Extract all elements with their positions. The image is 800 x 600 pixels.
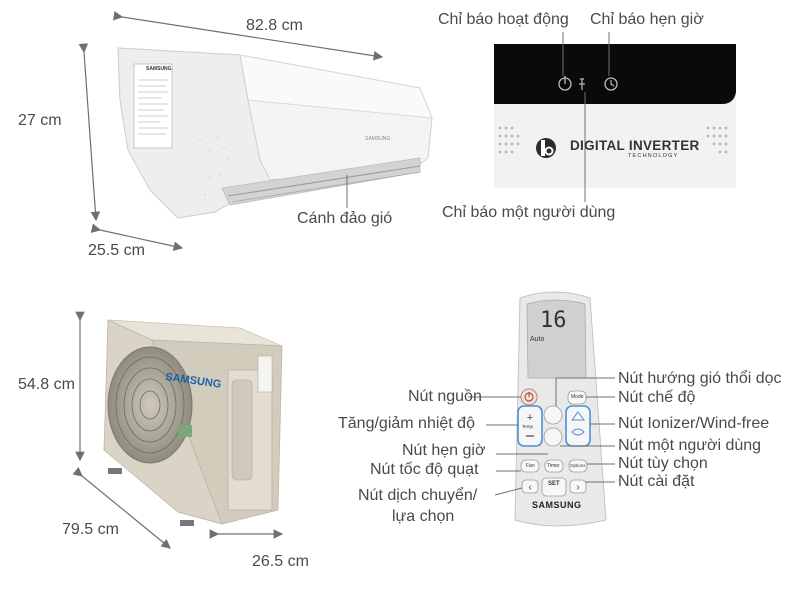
digital-inverter-text: DIGITAL INVERTER bbox=[570, 138, 700, 153]
power-indicator-label: Chỉ báo hoạt động bbox=[438, 11, 569, 28]
remote-mode-button-text: Mode bbox=[571, 394, 584, 400]
outdoor-width-label: 79.5 cm bbox=[62, 521, 119, 538]
outdoor-unit-illustration: SAMSUNG bbox=[72, 311, 284, 549]
nav-button-label-line2: lựa chọn bbox=[392, 508, 455, 525]
outdoor-width-arrow bbox=[72, 466, 171, 549]
outdoor-depth-label: 26.5 cm bbox=[252, 553, 309, 570]
fan-button-label: Nút tốc độ quạt bbox=[370, 461, 479, 478]
timer-indicator-label: Chỉ báo hẹn giờ bbox=[590, 11, 704, 28]
indoor-depth-label: 25.5 cm bbox=[88, 242, 145, 259]
remote-fan-button-text: Fan bbox=[526, 463, 535, 469]
remote-screen-mode: Auto bbox=[530, 336, 545, 343]
svg-text:›: › bbox=[576, 482, 579, 493]
digital-inverter-subtext: TECHNOLOGY bbox=[628, 153, 679, 159]
indoor-unit-illustration: SAMSUNG bbox=[78, 10, 433, 251]
outdoor-height-label: 54.8 cm bbox=[18, 376, 75, 393]
ionizer-button-label: Nút Ionizer/Wind-free bbox=[618, 415, 770, 432]
remote-callout-lines bbox=[468, 377, 615, 496]
mode-button-label: Nút chế độ bbox=[618, 389, 696, 406]
single-user-button-label: Nút một người dùng bbox=[618, 437, 762, 454]
indoor-width-label: 82.8 cm bbox=[246, 17, 303, 34]
power-button-label: Nút nguồn bbox=[408, 388, 482, 405]
svg-text:SAMSUNG: SAMSUNG bbox=[365, 136, 390, 142]
indoor-side-brand: SAMSUNG bbox=[146, 66, 172, 72]
remote-brand-mark: SAMSUNG bbox=[532, 500, 582, 510]
indoor-height-label: 27 cm bbox=[18, 112, 62, 129]
vertical-swing-label: Nút hướng gió thổi dọc bbox=[618, 370, 782, 387]
remote-screen-temp: 16 bbox=[540, 308, 567, 333]
louver-label: Cánh đảo gió bbox=[297, 210, 393, 227]
nav-button-label-line1: Nút dịch chuyển/ bbox=[358, 487, 478, 504]
remote-temp-rocker bbox=[517, 405, 543, 447]
svg-text:‹: ‹ bbox=[528, 482, 531, 493]
single-user-indicator-label: Chỉ báo một người dùng bbox=[442, 204, 616, 221]
indoor-height-arrow bbox=[78, 43, 101, 222]
remote-control-illustration: + ‹ › bbox=[514, 291, 607, 527]
remote-timer-button-text: Timer bbox=[547, 463, 560, 469]
options-button-label: Nút tùy chọn bbox=[618, 455, 708, 472]
indoor-width-arrow bbox=[112, 10, 384, 61]
settings-button-label: Nút cài đặt bbox=[618, 473, 695, 490]
single-user-indicator-icon bbox=[579, 78, 585, 90]
timer-indicator-icon bbox=[604, 77, 618, 91]
indoor-depth-arrow bbox=[90, 223, 184, 251]
remote-set-button-text: SET bbox=[548, 481, 560, 487]
temp-button-label: Tăng/giảm nhiệt độ bbox=[338, 415, 475, 432]
timer-button-label: Nút hẹn giờ bbox=[402, 442, 486, 459]
remote-options-button-text: Options bbox=[570, 463, 586, 468]
display-panel-illustration bbox=[494, 32, 736, 202]
svg-text:+: + bbox=[527, 412, 533, 424]
outdoor-fan-grille bbox=[107, 346, 193, 464]
remote-temp-button-text: Temp bbox=[522, 424, 534, 429]
remote-lcd-screen bbox=[526, 299, 587, 379]
